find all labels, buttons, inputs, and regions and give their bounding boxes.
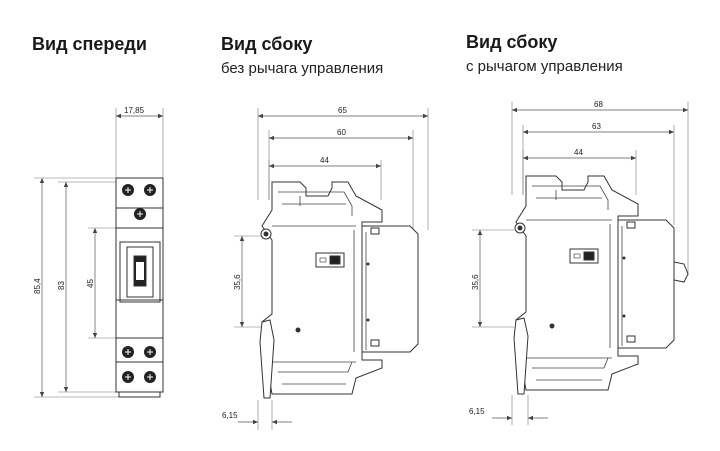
side-dim-44: 44 <box>320 156 329 165</box>
lever-dim-35-6: 35,6 <box>471 274 480 290</box>
side-view <box>234 108 429 430</box>
front-view <box>34 108 164 398</box>
front-dim-inner-height: 45 <box>86 279 95 288</box>
front-dim-body-height: 83 <box>57 281 66 290</box>
front-view-title: Вид спереди <box>32 34 147 54</box>
side-dim-35-6: 35,6 <box>233 274 242 290</box>
lever-dim-44: 44 <box>574 148 583 157</box>
lever-dim-63: 63 <box>592 122 601 131</box>
side-lever-view-subtitle: с рычагом управления <box>466 58 623 75</box>
side-view-title: Вид сбоку <box>221 34 313 54</box>
lever-dim-68: 68 <box>594 100 603 109</box>
front-dim-total-height: 85,4 <box>33 278 42 294</box>
side-view-subtitle: без рычага управления <box>221 60 384 77</box>
side-lever-view-title: Вид сбоку <box>466 32 558 52</box>
side-dim-65: 65 <box>338 106 347 115</box>
side-dim-60: 60 <box>337 128 346 137</box>
front-dim-width: 17,85 <box>124 106 145 115</box>
front-terminal-crosses <box>125 187 153 380</box>
lever-dim-6-15: 6,15 <box>469 407 485 416</box>
side-dim-6-15: 6,15 <box>222 411 238 420</box>
side-lever-view <box>472 102 689 425</box>
